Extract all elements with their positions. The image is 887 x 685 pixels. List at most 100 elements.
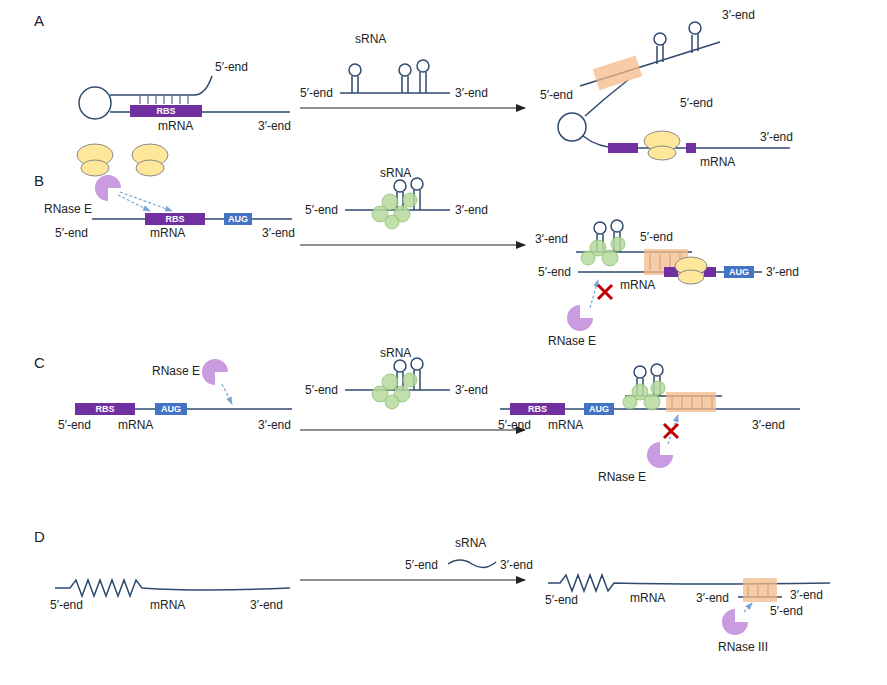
panel-letter: B [34, 174, 44, 188]
rnase-pacman [722, 609, 748, 635]
part-label: RNase E [152, 364, 200, 378]
panel-letter: C [34, 356, 45, 370]
process-arrow [300, 244, 525, 245]
part-label: sRNA [355, 32, 386, 46]
hfq-protein [385, 215, 399, 229]
rna-strands [692, 33, 698, 53]
rna-strands [654, 33, 666, 45]
duplex-highlight [666, 392, 716, 412]
part-label: 5′-end [538, 265, 571, 279]
part-label: sRNA [455, 536, 486, 550]
node-text: AUG [228, 214, 248, 224]
part-label: 5′-end [305, 383, 338, 397]
duplex-highlight [593, 55, 777, 602]
panel-letter: A [34, 14, 44, 28]
node-text: RBS [528, 404, 547, 414]
part-label: 3′-end [766, 265, 799, 279]
part-label: 5′-end [640, 230, 673, 244]
rbs-band [686, 143, 696, 153]
rna-strands [411, 358, 423, 370]
part-label: 3′-end [455, 86, 488, 100]
part-label: 5′-end [58, 418, 91, 432]
part-label: RNase III [718, 640, 768, 654]
rna-strands [420, 72, 426, 93]
node-text: AUG [589, 404, 609, 414]
hfq-protein [403, 373, 417, 387]
part-label: 3′-end [500, 558, 533, 572]
rna-strands [55, 22, 830, 597]
ribosome [81, 160, 109, 176]
rna-strands [417, 60, 429, 72]
hfq-protein [602, 250, 618, 266]
part-label: mRNA [158, 119, 193, 133]
process-arrow [300, 579, 525, 580]
start-codon-box: AUG [724, 266, 754, 278]
rna-strands [394, 180, 406, 192]
node-text: RBS [165, 214, 184, 224]
part-label: 3′-end [752, 418, 785, 432]
hfq-protein [403, 193, 417, 207]
part-label: 3′-end [760, 130, 793, 144]
part-label: RNase E [598, 470, 646, 484]
part-label: mRNA [118, 418, 153, 432]
node-text: RBS [156, 106, 175, 116]
rnase-pacman [95, 175, 121, 201]
part-label: 5′-end [405, 558, 438, 572]
rna-strands [651, 364, 663, 376]
part-label: 3′-end [455, 383, 488, 397]
hfq-protein [623, 395, 637, 409]
rna-strands [558, 113, 586, 141]
part-label: 5′-end [540, 88, 573, 102]
rbs-box: RBS [130, 105, 202, 117]
start-codon-box: AUG [584, 403, 614, 415]
rbs-band [608, 143, 638, 153]
rnase-pacman [95, 175, 748, 635]
rna-strands [594, 222, 606, 234]
blocked-mark [598, 285, 612, 299]
rna-strands [689, 22, 701, 34]
rna-strands [140, 96, 188, 104]
part-label: sRNA [380, 166, 411, 180]
part-label: 5′-end [770, 604, 803, 618]
cleavage-arrow [118, 192, 752, 612]
rbs-box: RBS [75, 403, 135, 415]
rna-strands [110, 76, 212, 95]
blocked-mark [598, 285, 678, 438]
duplex-highlight [593, 55, 643, 90]
cleavage-arrow [744, 603, 752, 612]
start-codon-box: AUG [224, 213, 252, 225]
part-label: 3′-end [262, 226, 295, 240]
node-text: AUG [161, 404, 181, 414]
rbs-box: RBS [510, 403, 565, 415]
hfq-protein [581, 251, 595, 265]
part-label: 3′-end [722, 8, 755, 22]
part-label: 3′-end [258, 418, 291, 432]
node-text: RBS [95, 404, 114, 414]
part-label: 3′-end [250, 598, 283, 612]
rna-strands [394, 360, 406, 372]
process-arrow [300, 429, 525, 430]
part-label: mRNA [150, 598, 185, 612]
ribosome [648, 146, 676, 160]
rnase-pacman [202, 359, 228, 385]
rna-strands [548, 575, 830, 591]
part-label: mRNA [620, 278, 655, 292]
part-label: 5′-end [300, 86, 333, 100]
part-label: 5′-end [215, 60, 248, 74]
rna-strands [79, 87, 111, 119]
hfq-protein [644, 394, 660, 410]
part-label: 5′-end [305, 203, 338, 217]
start-codon-box: AUG [155, 403, 187, 415]
part-label: mRNA [630, 591, 665, 605]
rbs-band [608, 143, 716, 277]
rna-strands [349, 64, 361, 76]
rnase-pacman [647, 442, 673, 468]
hfq-protein [372, 193, 665, 410]
cleavage-arrow [590, 280, 598, 308]
cleavage-arrow [222, 384, 232, 404]
rna-strands [352, 76, 358, 93]
rna-strands [657, 44, 663, 64]
blocked-mark [664, 424, 678, 438]
rbs-box: RBS [145, 213, 205, 225]
